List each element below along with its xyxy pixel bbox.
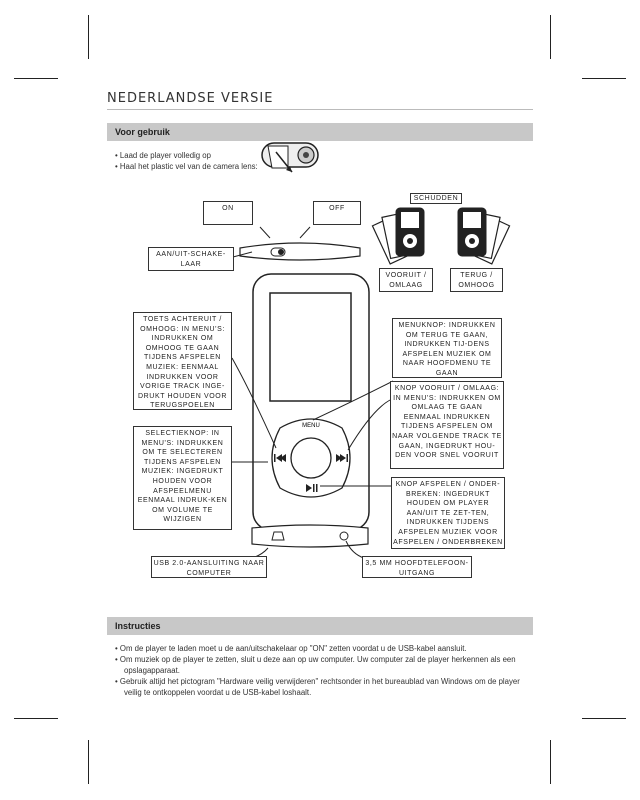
crop-mark: [14, 718, 58, 719]
section-title: NEDERLANDSE VERSIE: [107, 91, 274, 106]
headphone-jack-icon: [339, 531, 349, 541]
knop-vooruit-label: KNOP VOORUIT / OMLAAG: IN MENU'S: INDRUK…: [390, 381, 504, 469]
usb-label: USB 2.0-AANSLUITING NAAR COMPUTER: [151, 556, 267, 578]
crop-mark: [14, 78, 58, 79]
port-bar: [251, 524, 369, 548]
usb-port-icon: [271, 531, 285, 541]
shake-forward-icon: [371, 207, 425, 265]
power-switch-icon: [239, 242, 361, 261]
list-item: • Laad de player volledig op: [115, 151, 211, 160]
previous-icon: [274, 454, 286, 462]
instructies-list: • Om de player te laden moet u de aan/ui…: [115, 643, 535, 698]
toets-achteruit-label: TOETS ACHTERUIT / OMHOOG: IN MENU'S: IND…: [133, 312, 232, 410]
title-rule: [107, 109, 533, 110]
power-switch-label: AAN/UIT-SCHAKE-LAAR: [148, 247, 234, 271]
crop-mark: [88, 15, 89, 59]
list-item: • Haal het plastic vel van de camera len…: [115, 162, 258, 171]
menuknop-label: MENUKNOP: INDRUKKEN OM TERUG TE GAAN, IN…: [392, 318, 502, 378]
knop-afspelen-label: KNOP AFSPELEN / ONDER-BREKEN: INGEDRUKT …: [391, 477, 505, 549]
forward-down-label: VOORUIT / OMLAAG: [379, 268, 433, 292]
list-item: • Om de player te laden moet u de aan/ui…: [115, 644, 467, 653]
list-item: • Gebruik altijd het pictogram "Hardware…: [115, 677, 520, 697]
player-body: [252, 273, 370, 531]
next-icon: [336, 454, 348, 462]
list-item: • Om muziek op de player te zetten, slui…: [115, 655, 516, 675]
off-label: OFF: [313, 201, 361, 225]
camera-lens-icon: [261, 142, 319, 173]
crop-mark: [88, 740, 89, 784]
headphone-label: 3,5 MM HOOFDTELEFOON-UITGANG: [362, 556, 472, 578]
menu-text: MENU: [302, 423, 320, 429]
back-up-label: TERUG / OMHOOG: [450, 268, 503, 292]
instructies-heading: Instructies: [107, 617, 533, 635]
voor-gebruik-heading: Voor gebruik: [107, 123, 533, 141]
selectieknop-label: SELECTIEKNOP: IN MENU'S: INDRUKKEN OM TE…: [133, 426, 232, 530]
schudden-label: SCHUDDEN: [410, 193, 462, 204]
play-pause-icon: [306, 484, 318, 492]
shake-back-icon: [457, 207, 511, 265]
crop-mark: [582, 78, 626, 79]
crop-mark: [550, 740, 551, 784]
on-label: ON: [203, 201, 253, 225]
crop-mark: [550, 15, 551, 59]
crop-mark: [582, 718, 626, 719]
voor-gebruik-list: • Laad de player volledig op • Haal het …: [115, 150, 535, 172]
